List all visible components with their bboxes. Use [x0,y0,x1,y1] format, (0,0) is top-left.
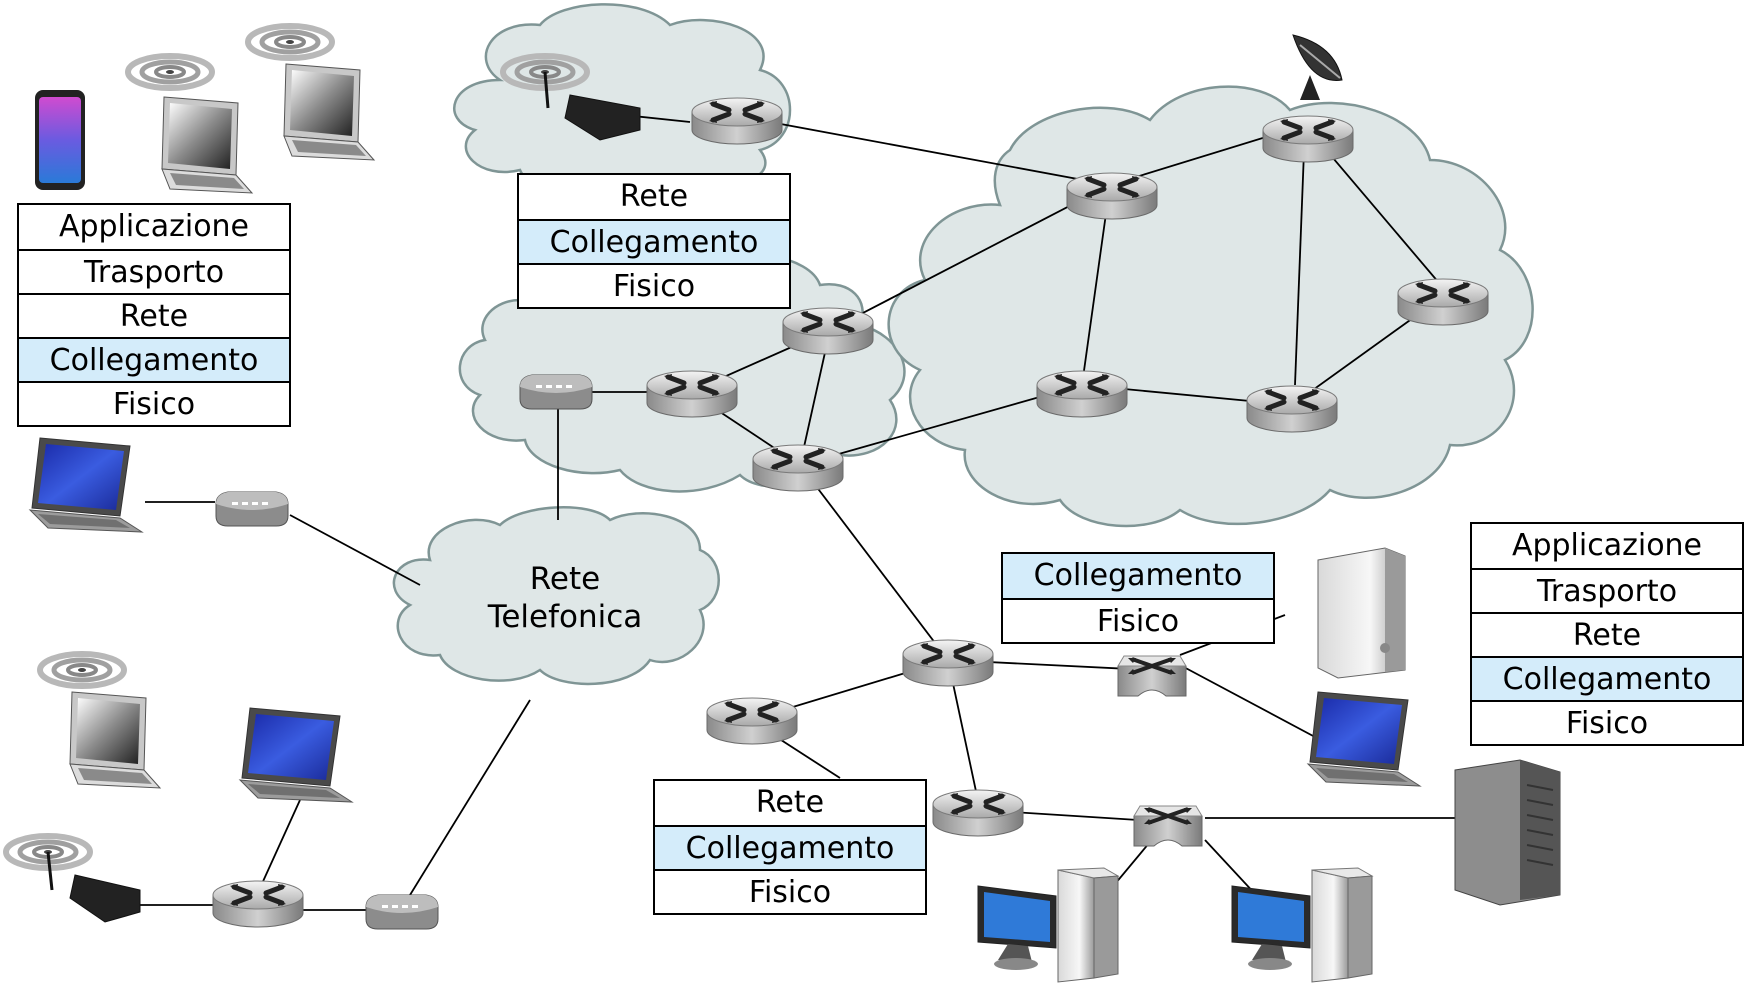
wifi-access-point-icon [6,836,141,923]
desktop-computer-icon [977,867,1119,983]
layer-network: Rete [619,179,689,214]
laptop-icon [239,707,353,803]
layer-link: Collegamento [519,219,789,263]
layer-transport: Trasporto [19,249,289,293]
router-icon [692,98,782,144]
cloud-top-left [453,3,792,195]
router-icon [933,790,1023,836]
wifi-icon [248,26,332,58]
server-icon [1454,759,1561,906]
layer-link: Collegamento [655,825,925,869]
protocol-stack-router-bottom: Rete Collegamento Fisico [653,779,927,915]
protocol-stack-host-top-left: Applicazione Trasporto Rete Collegamento… [17,203,291,427]
cloud-phone-network [392,506,720,686]
desktop-computer-icon [1231,867,1373,983]
layer-physical: Fisico [1472,700,1742,744]
router-icon [647,371,737,417]
router-icon [903,640,993,686]
layer-physical: Fisico [19,381,289,425]
wifi-access-point-icon [503,56,641,141]
layer-physical: Fisico [655,869,925,913]
layer-physical: Fisico [1003,598,1273,642]
phone-network-label-line2: Telefonica [487,599,643,635]
layer-application: Applicazione [58,209,250,244]
modem-icon [519,374,593,410]
laptop-icon [1307,691,1421,787]
router-icon [783,308,873,354]
layer-network: Rete [19,293,289,337]
wifi-icon [40,654,124,686]
phone-network-label: Rete Telefonica [465,560,665,636]
layer-physical: Fisico [519,263,789,307]
modem-icon [365,894,439,930]
satellite-dish-icon [1292,34,1343,100]
desktop-computer-icon [1317,547,1406,679]
router-icon [1263,116,1353,162]
layer-network: Rete [755,785,825,820]
router-icon [213,881,303,927]
protocol-stack-switch: Collegamento Fisico [1001,552,1275,644]
router-icon [1067,173,1157,219]
switch-icon [1132,804,1204,848]
wifi-icon [128,56,212,88]
layer-transport: Trasporto [1472,568,1742,612]
switch-icon [1116,654,1188,698]
router-icon [1247,386,1337,432]
laptop-icon [161,96,253,194]
modem-icon [215,491,289,527]
laptop-icon [283,63,375,161]
phone-network-label-line1: Rete [529,561,601,597]
layer-network: Rete [1472,612,1742,656]
router-icon [1037,371,1127,417]
layer-application: Applicazione [1511,528,1703,563]
layer-link: Collegamento [1003,554,1273,598]
router-icon [1398,279,1488,325]
router-icon [753,445,843,491]
laptop-icon [29,437,143,533]
cloud-core [887,85,1534,528]
layer-link: Collegamento [1472,656,1742,700]
smartphone-icon [35,90,85,190]
layer-link: Collegamento [19,337,289,381]
protocol-stack-router-top: Rete Collegamento Fisico [517,173,791,309]
router-icon [707,698,797,744]
protocol-stack-host-right: Applicazione Trasporto Rete Collegamento… [1470,522,1744,746]
laptop-icon [69,691,161,789]
